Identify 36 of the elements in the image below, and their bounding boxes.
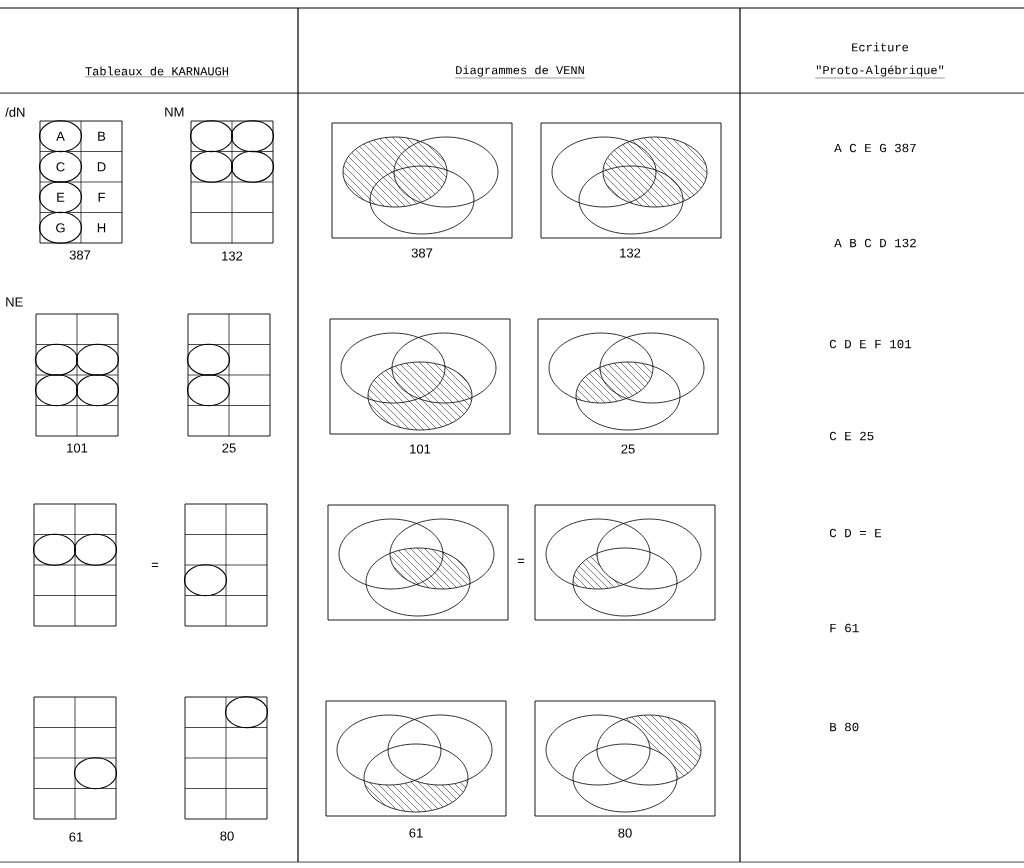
algebraic-notation: F 61 xyxy=(830,623,859,633)
equals-sign: = xyxy=(151,562,159,567)
figure-number: 132 xyxy=(620,248,641,258)
figure-number: 101 xyxy=(67,443,88,453)
figure-number: 80 xyxy=(618,828,632,838)
algebraic-notation: C D E F 101 xyxy=(829,339,912,349)
figure-number: 25 xyxy=(621,444,635,454)
algebraic-notation: C E 25 xyxy=(829,431,874,441)
figure-number: 61 xyxy=(409,828,423,838)
figure-number: 61 xyxy=(69,832,83,842)
column-heading: Ecriture xyxy=(852,42,908,52)
grid-letter: F xyxy=(98,192,105,202)
grid-letter: E xyxy=(57,192,65,202)
column-heading: Tableaux de KARNAUGH xyxy=(84,66,230,78)
figure-number: 101 xyxy=(410,444,431,454)
figure-number: 80 xyxy=(220,831,234,841)
grid-letter: C xyxy=(56,162,65,172)
grid-letter: H xyxy=(97,223,106,233)
grid-letter: G xyxy=(56,223,65,233)
algebraic-notation: A B C D 132 xyxy=(834,238,916,248)
algebraic-notation: A C E G 387 xyxy=(834,143,916,153)
grid-letter: D xyxy=(97,162,106,172)
map-label: /dN xyxy=(5,107,25,117)
equals-sign: = xyxy=(517,558,525,563)
figure-number: 387 xyxy=(69,250,91,260)
figure-number: 25 xyxy=(222,443,236,453)
column-heading: "Proto-Algébrique" xyxy=(815,65,946,79)
map-label: NE xyxy=(6,297,23,307)
figure-number: 387 xyxy=(411,248,433,258)
algebraic-notation: B 80 xyxy=(830,722,859,732)
figure-number: 132 xyxy=(222,251,243,261)
algebraic-notation: C D = E xyxy=(829,528,882,538)
map-label: NM xyxy=(165,107,184,117)
column-heading: Diagrammes de VENN xyxy=(455,65,586,79)
grid-letter: A xyxy=(56,131,65,141)
grid-letter: B xyxy=(98,131,106,141)
